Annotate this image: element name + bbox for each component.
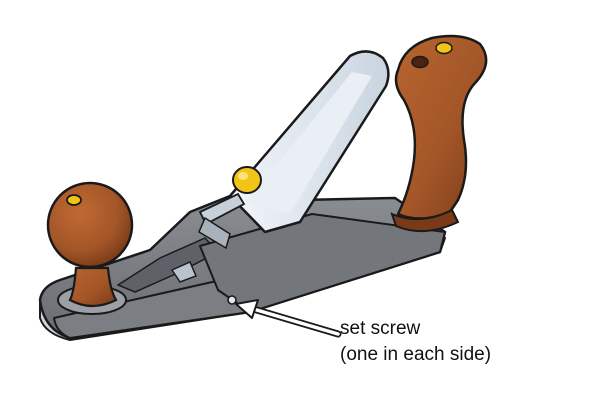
brass-adjuster-nut [232,166,262,194]
frog-slot [170,261,197,283]
knob-top-screw [66,194,82,206]
callout-line-1: set screw [340,318,421,339]
tote-base [390,208,460,233]
rear-handle-tote [394,34,488,220]
front-knob [46,181,134,269]
callout-line-2: (one in each side) [340,344,492,365]
plane-side-cheek [53,277,251,339]
adjuster-rod [198,216,231,250]
front-knob-stem [68,266,118,308]
arrow-icon [235,299,342,338]
tote-screw-hole-left [411,55,429,69]
blade-bevel [246,72,372,214]
tote-screw-hole-right [435,41,453,55]
set-screw-callout: set screw (one in each side) [340,316,491,368]
side-wall [199,213,446,313]
set-screw-icon [227,295,237,305]
